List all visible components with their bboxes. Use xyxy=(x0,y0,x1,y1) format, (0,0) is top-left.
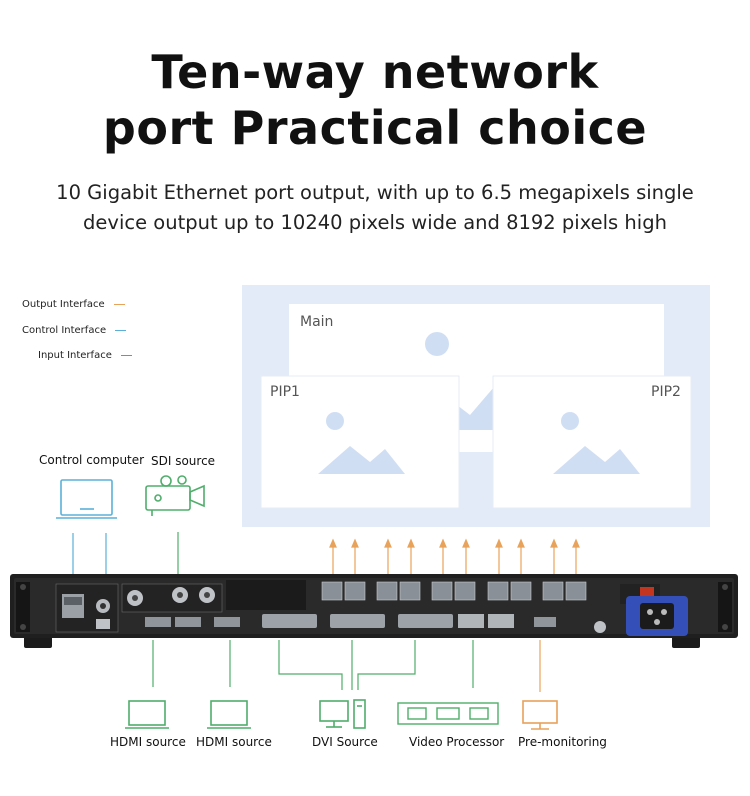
video-processor-icon xyxy=(397,702,499,725)
monitor-icon-hdmi-1 xyxy=(125,700,169,729)
legend-input: Input Interface xyxy=(22,350,132,361)
pip1-screen-label: PIP1 xyxy=(270,384,300,400)
output-arrows xyxy=(329,538,580,578)
pre-monitoring-label: Pre-monitoring xyxy=(518,735,607,749)
pip2-image-icon xyxy=(561,412,579,430)
legend-output-swatch xyxy=(113,303,125,306)
hdmi-source-label-1: HDMI source xyxy=(110,735,186,749)
legend-control-label: Control Interface xyxy=(22,325,107,336)
bottom-connections xyxy=(152,640,541,692)
main-image-icon xyxy=(425,332,449,356)
monitor-icon-pre xyxy=(522,700,558,730)
desktop-icon-dvi xyxy=(319,699,366,729)
pip1-image-icon xyxy=(326,412,344,430)
dvi-source-label: DVI Source xyxy=(312,735,378,749)
pip2-screen-label: PIP2 xyxy=(651,384,681,400)
video-processor-label: Video Processor xyxy=(409,735,505,749)
page-title-line-2: port Practical choice xyxy=(102,101,648,155)
sdi-source-label: SDI source xyxy=(151,454,216,468)
monitor-icon-hdmi-2 xyxy=(207,700,251,729)
legend-control: Control Interface xyxy=(22,325,127,336)
control-computer-label: Control computer xyxy=(39,453,145,467)
legend-input-label: Input Interface xyxy=(38,350,112,361)
legend-output-label: Output Interface xyxy=(22,299,105,310)
pip2-screen xyxy=(492,375,692,509)
legend-input-swatch xyxy=(120,354,132,357)
subtitle-line-1: 10 Gigabit Ethernet port output, with up… xyxy=(56,181,694,204)
controller-device xyxy=(10,574,738,648)
hdmi-source-label-2: HDMI source xyxy=(196,735,272,749)
pip1-screen xyxy=(260,375,460,509)
subtitle-line-2: device output up to 10240 pixels wide an… xyxy=(83,211,667,234)
legend-control-swatch xyxy=(115,329,127,332)
laptop-icon xyxy=(56,479,117,519)
camera-icon xyxy=(145,475,205,516)
page-title-line-1: Ten-way network xyxy=(151,45,599,99)
legend-output: Output Interface xyxy=(22,299,125,310)
main-screen-label: Main xyxy=(300,314,334,330)
